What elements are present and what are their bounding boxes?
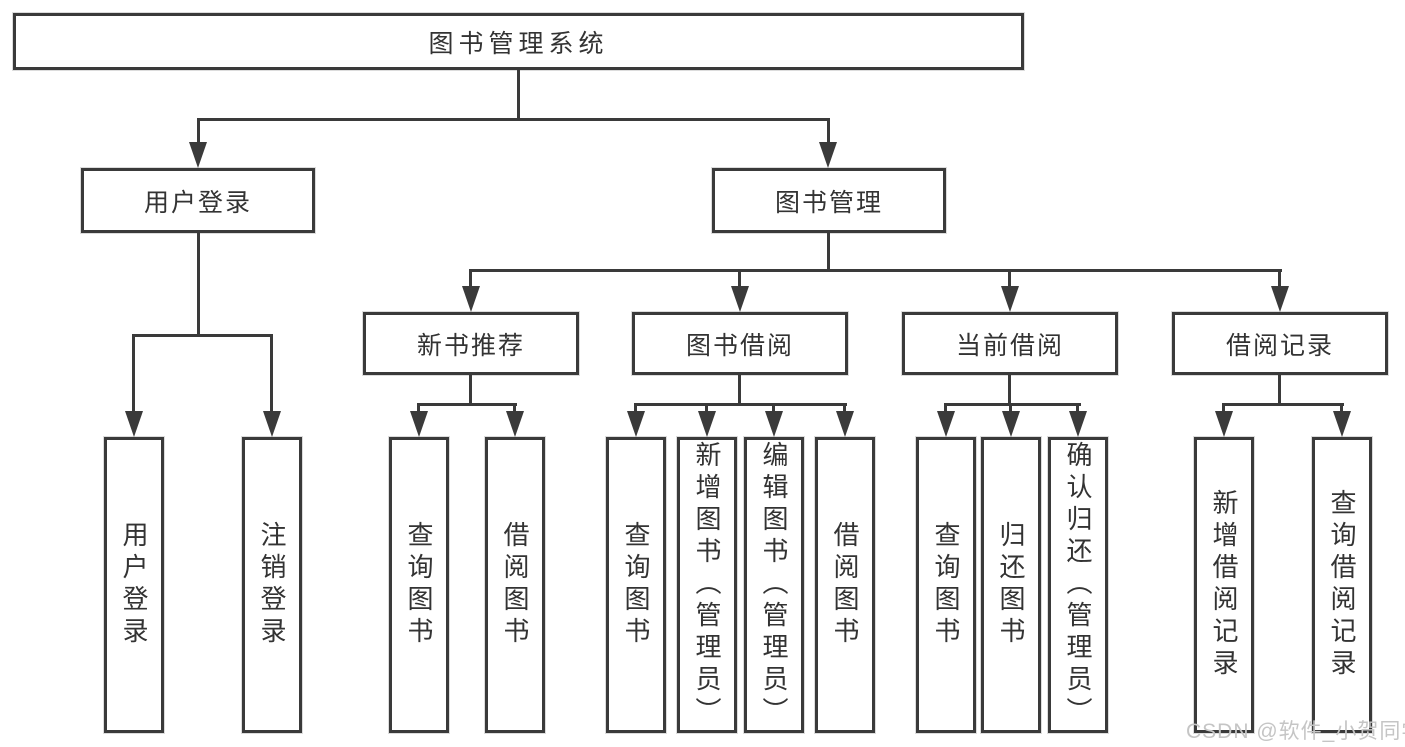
leaf-confirm-return-admin-label: 确认归还（管理员） bbox=[1063, 441, 1093, 729]
connector-line bbox=[1340, 403, 1343, 415]
connector-line bbox=[1222, 403, 1225, 415]
node-borrow-records-label: 借阅记录 bbox=[1225, 331, 1334, 360]
leaf-user-login-label: 用户登录 bbox=[119, 521, 149, 649]
connector-line bbox=[1222, 403, 1344, 406]
connector-line bbox=[417, 403, 420, 415]
csdn-watermark: CSDN @软件_小贺同学 bbox=[1186, 720, 1405, 743]
leaf-borrow-query-books-label: 查询图书 bbox=[621, 521, 651, 649]
connector-arrowhead bbox=[937, 411, 955, 437]
leaf-logout: 注销登录 bbox=[242, 437, 302, 733]
node-borrow-records: 借阅记录 bbox=[1172, 312, 1388, 375]
connector-arrowhead bbox=[731, 286, 749, 312]
leaf-rec-query-books: 查询图书 bbox=[389, 437, 449, 733]
node-root: 图书管理系统 bbox=[13, 13, 1024, 70]
connector-line bbox=[738, 375, 741, 406]
leaf-query-borrow-record: 查询借阅记录 bbox=[1312, 437, 1372, 733]
leaf-current-query-books-label: 查询图书 bbox=[931, 521, 961, 649]
connector-arrowhead bbox=[627, 411, 645, 437]
connector-line bbox=[705, 403, 708, 415]
connector-arrowhead bbox=[1271, 286, 1289, 312]
connector-line bbox=[132, 334, 135, 413]
leaf-confirm-return-admin: 确认归还（管理员） bbox=[1048, 437, 1108, 733]
connector-line bbox=[517, 69, 520, 121]
leaf-return-books-label: 归还图书 bbox=[996, 521, 1026, 649]
connector-line bbox=[513, 403, 516, 415]
connector-line bbox=[270, 334, 273, 413]
leaf-rec-query-books-label: 查询图书 bbox=[404, 521, 434, 649]
connector-line bbox=[1278, 269, 1281, 288]
connector-arrowhead bbox=[836, 411, 854, 437]
connector-arrowhead bbox=[506, 411, 524, 437]
connector-line bbox=[417, 403, 517, 406]
node-book-borrow-label: 图书借阅 bbox=[685, 331, 794, 360]
connector-arrowhead bbox=[698, 411, 716, 437]
leaf-rec-borrow-books-label: 借阅图书 bbox=[500, 521, 530, 649]
connector-line bbox=[132, 334, 273, 337]
node-new-book-recommend: 新书推荐 bbox=[363, 312, 579, 375]
connector-line bbox=[827, 118, 830, 146]
connector-arrowhead bbox=[462, 286, 480, 312]
connector-line bbox=[738, 269, 741, 288]
node-book-management-label: 图书管理 bbox=[774, 188, 883, 217]
node-user-login: 用户登录 bbox=[81, 168, 315, 233]
connector-line bbox=[1008, 269, 1011, 288]
connector-line bbox=[469, 269, 1282, 272]
connector-line bbox=[634, 403, 847, 406]
leaf-current-query-books: 查询图书 bbox=[916, 437, 976, 733]
connector-line bbox=[944, 403, 947, 415]
connector-arrowhead bbox=[263, 411, 281, 437]
leaf-borrow-books: 借阅图书 bbox=[815, 437, 875, 733]
connector-line bbox=[469, 269, 472, 288]
leaf-edit-books-admin-label: 编辑图书（管理员） bbox=[759, 441, 789, 729]
node-book-borrow: 图书借阅 bbox=[632, 312, 848, 375]
node-current-borrow-label: 当前借阅 bbox=[955, 331, 1064, 360]
connector-arrowhead bbox=[1215, 411, 1233, 437]
leaf-edit-books-admin: 编辑图书（管理员） bbox=[744, 437, 804, 733]
connector-line bbox=[197, 233, 200, 337]
connector-arrowhead bbox=[189, 142, 207, 168]
leaf-query-borrow-record-label: 查询借阅记录 bbox=[1327, 489, 1357, 681]
leaf-borrow-books-label: 借阅图书 bbox=[830, 521, 860, 649]
leaf-return-books: 归还图书 bbox=[981, 437, 1041, 733]
connector-arrowhead bbox=[125, 411, 143, 437]
node-book-management: 图书管理 bbox=[712, 168, 946, 233]
leaf-add-borrow-record: 新增借阅记录 bbox=[1194, 437, 1254, 733]
connector-line bbox=[1278, 375, 1281, 406]
connector-line bbox=[827, 233, 830, 272]
connector-arrowhead bbox=[765, 411, 783, 437]
connector-arrowhead bbox=[1333, 411, 1351, 437]
leaf-logout-label: 注销登录 bbox=[257, 521, 287, 649]
leaf-add-borrow-record-label: 新增借阅记录 bbox=[1209, 489, 1239, 681]
node-root-label: 图书管理系统 bbox=[428, 29, 609, 58]
leaf-add-books-admin-label: 新增图书（管理员） bbox=[692, 441, 722, 729]
connector-line bbox=[843, 403, 846, 415]
connector-line bbox=[469, 375, 472, 406]
leaf-add-books-admin: 新增图书（管理员） bbox=[677, 437, 737, 733]
connector-arrowhead bbox=[1001, 286, 1019, 312]
leaf-rec-borrow-books: 借阅图书 bbox=[485, 437, 545, 733]
connector-line bbox=[944, 403, 1081, 406]
connector-arrowhead bbox=[410, 411, 428, 437]
connector-line bbox=[634, 403, 637, 415]
leaf-borrow-query-books: 查询图书 bbox=[606, 437, 666, 733]
connector-arrowhead bbox=[1069, 411, 1087, 437]
node-user-login-label: 用户登录 bbox=[143, 188, 252, 217]
connector-line bbox=[1008, 375, 1011, 406]
connector-line bbox=[197, 118, 200, 146]
node-current-borrow: 当前借阅 bbox=[902, 312, 1118, 375]
connector-line bbox=[772, 403, 775, 415]
connector-arrowhead bbox=[1002, 411, 1020, 437]
connector-line bbox=[197, 118, 830, 121]
connector-arrowhead bbox=[819, 142, 837, 168]
connector-line bbox=[1076, 403, 1079, 415]
leaf-user-login: 用户登录 bbox=[104, 437, 164, 733]
node-new-book-recommend-label: 新书推荐 bbox=[416, 331, 525, 360]
connector-line bbox=[1009, 403, 1012, 415]
